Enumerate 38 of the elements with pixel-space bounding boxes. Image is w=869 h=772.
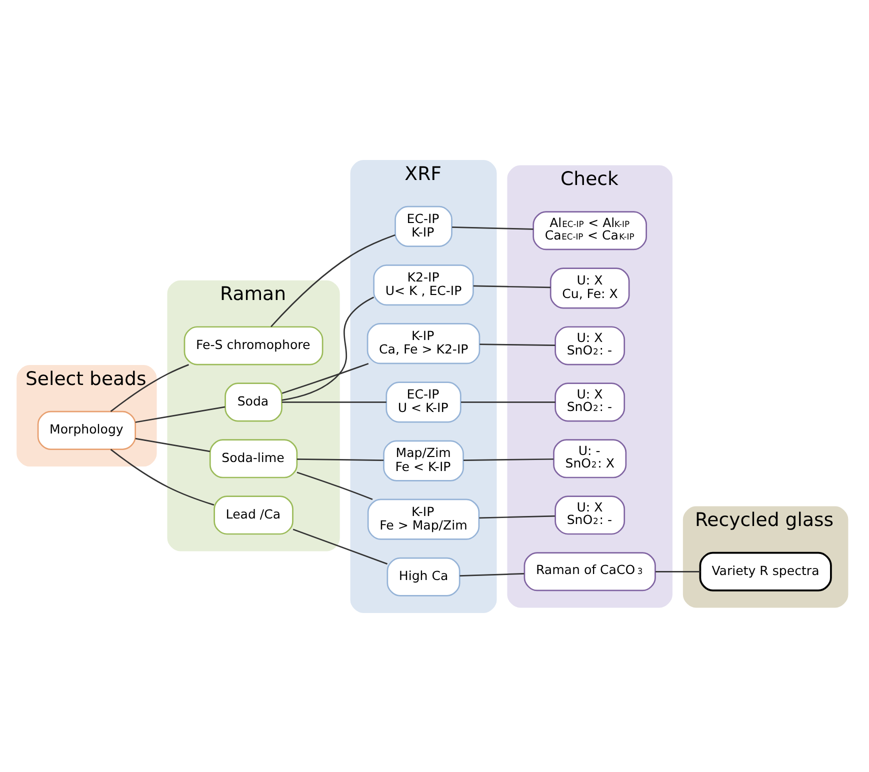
connector	[135, 406, 226, 422]
connector	[270, 234, 396, 327]
connector	[452, 226, 534, 230]
connector	[479, 514, 555, 518]
node-box: U: X Cu, Fe: X	[550, 267, 630, 308]
connector	[292, 528, 388, 564]
node-box: U: X SnO2: -	[554, 495, 626, 534]
node-box: Soda	[224, 382, 282, 422]
connector	[463, 458, 554, 460]
connector	[110, 448, 214, 506]
node-box: AlEC-IP < AlK-IP CaEC-IP < CaK-IP	[532, 210, 647, 250]
node-box: U: X SnO2: -	[554, 326, 626, 365]
node-box: EC-IP K-IP	[394, 205, 452, 247]
node-box: Variety R spectra	[699, 551, 832, 591]
connector	[282, 401, 386, 402]
node-box: K2-IP U< K , EC-IP	[373, 264, 474, 306]
node-box: Morphology	[37, 410, 136, 450]
connector	[656, 570, 700, 572]
connector	[473, 284, 551, 288]
connector	[110, 364, 189, 412]
node-box: Map/Zim Fe < K-IP	[383, 440, 464, 481]
connector	[296, 458, 384, 460]
node-box: Lead /Ca	[214, 495, 294, 534]
node-box: EC-IP U < K-IP	[386, 381, 462, 422]
connector	[296, 471, 373, 500]
node-box: U: X SnO2: -	[554, 382, 626, 422]
connector	[282, 296, 374, 400]
node-box: U: - SnO2: X	[553, 438, 627, 478]
connector	[135, 437, 210, 452]
connector	[461, 401, 556, 402]
node-box: K-IP Fe > Map/Zim	[367, 498, 480, 540]
node-box: Fe-S chromophore	[184, 326, 324, 365]
connector	[460, 572, 524, 576]
connector	[480, 343, 556, 346]
connector	[282, 362, 369, 394]
node-box: Soda-lime	[209, 438, 298, 478]
node-box: K-IP Ca, Fe > K2-IP	[366, 322, 480, 364]
node-box: High Ca	[386, 556, 460, 596]
